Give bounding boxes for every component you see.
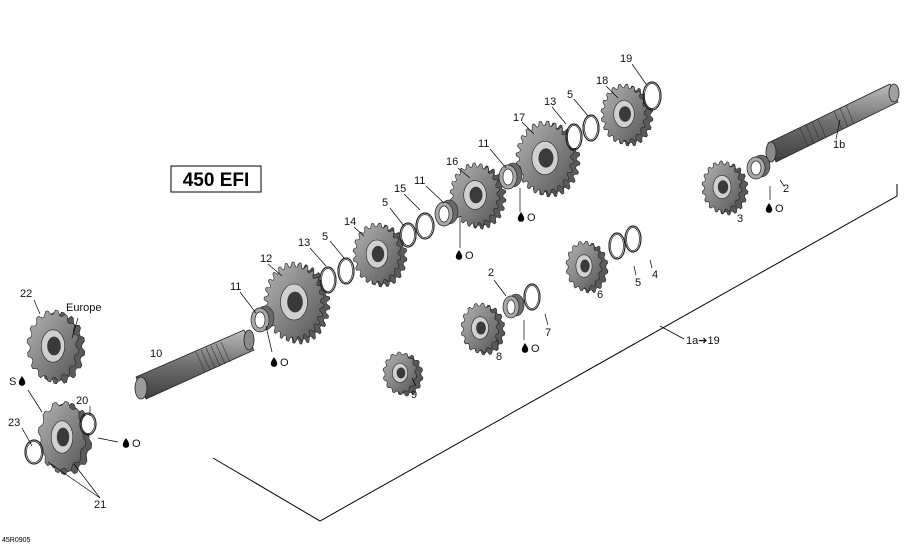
callout-21: 21 xyxy=(94,499,106,511)
washer-13 xyxy=(319,266,337,294)
callout-20: 20 xyxy=(76,395,88,407)
callout-19: 19 xyxy=(620,53,632,65)
gear-16 xyxy=(449,162,507,230)
kit-label: 1a➔19 xyxy=(686,335,720,347)
oil-symbol xyxy=(455,250,463,260)
gear-22-sprocket xyxy=(26,309,86,385)
oil-symbol-letter: O xyxy=(280,357,289,369)
oil-symbol xyxy=(270,357,278,367)
gear-12 xyxy=(263,261,331,345)
washer-5 xyxy=(399,222,417,248)
reference-code: 45R0905 xyxy=(2,537,31,544)
gear-9 xyxy=(382,351,424,397)
callout-9: 9 xyxy=(411,389,417,401)
washer-23 xyxy=(24,439,44,465)
gear-14 xyxy=(352,222,408,288)
washer-15 xyxy=(415,212,435,240)
leader-lines xyxy=(21,63,841,499)
oil-symbol-letter: O xyxy=(132,438,141,450)
gear-6 xyxy=(565,240,609,294)
washer-19 xyxy=(642,81,662,111)
main-shaft xyxy=(134,329,255,400)
callout-5: 5 xyxy=(635,277,641,289)
model-label-box xyxy=(170,165,262,193)
oil-symbol xyxy=(765,203,773,213)
callout-5: 5 xyxy=(382,197,388,209)
callout-7: 7 xyxy=(545,327,551,339)
callout-6: 6 xyxy=(597,289,603,301)
gear-3 xyxy=(701,160,749,216)
washer-7 xyxy=(523,283,541,311)
oil-symbol xyxy=(122,438,130,448)
kit-boundary-lead xyxy=(659,325,685,340)
callout-11: 11 xyxy=(414,175,425,187)
callout-11: 11 xyxy=(230,281,241,293)
region-note: Europe xyxy=(66,302,101,314)
callout-2: 2 xyxy=(783,183,789,195)
washer-5 xyxy=(337,257,355,285)
callout-10: 10 xyxy=(150,348,162,360)
callout-17: 17 xyxy=(513,112,525,124)
washer-5 xyxy=(582,114,600,142)
sealant-symbol xyxy=(18,376,26,386)
callout-2: 2 xyxy=(488,267,494,279)
callout-numbers: 1b 2 3 4 5 6 7 8 9 10 11 11 11 12 13 13 … xyxy=(8,53,845,511)
gear-17 xyxy=(515,120,581,198)
callout-8: 8 xyxy=(496,351,502,363)
callout-1b: 1b xyxy=(833,139,845,151)
kit-boundary-outline xyxy=(212,184,898,522)
bearing-11 xyxy=(498,162,523,190)
callout-14: 14 xyxy=(344,216,356,228)
callout-22: 22 xyxy=(20,288,32,300)
bearing-2 xyxy=(746,154,771,180)
sealant-label: S xyxy=(9,376,16,388)
callout-5: 5 xyxy=(567,89,573,101)
callout-23: 23 xyxy=(8,417,20,429)
callout-13: 13 xyxy=(544,96,556,108)
washer-20 xyxy=(79,412,97,436)
bearing-11 xyxy=(250,305,275,333)
callout-12: 12 xyxy=(260,253,272,265)
callout-13: 13 xyxy=(298,237,310,249)
washer-4 xyxy=(624,225,642,253)
gear-8 xyxy=(460,302,506,356)
bearing-11 xyxy=(434,199,459,227)
oil-symbol-letter: O xyxy=(775,203,784,215)
gear-18 xyxy=(600,83,654,147)
callout-16: 16 xyxy=(446,156,458,168)
gear-20-sprocket xyxy=(37,400,93,476)
model-label: 450 EFI xyxy=(183,170,250,191)
oil-symbols: O O O O O O S xyxy=(9,203,784,450)
washer-13 xyxy=(565,123,583,151)
oil-symbol-letter: O xyxy=(465,250,474,262)
oil-symbol-letter: O xyxy=(527,212,536,224)
callout-15: 15 xyxy=(394,183,406,195)
gear-layer xyxy=(26,83,749,476)
callout-3: 3 xyxy=(737,213,743,225)
callout-18: 18 xyxy=(596,75,608,87)
counter-shaft xyxy=(765,83,900,163)
ring-layer xyxy=(24,81,771,465)
bearing-2 xyxy=(502,293,525,319)
washer-5 xyxy=(608,232,626,260)
oil-symbol xyxy=(517,212,525,222)
callout-5: 5 xyxy=(322,231,328,243)
oil-symbol-letter: O xyxy=(531,343,540,355)
callout-4: 4 xyxy=(652,269,658,281)
callout-11: 11 xyxy=(478,138,489,150)
oil-symbol xyxy=(521,343,529,353)
